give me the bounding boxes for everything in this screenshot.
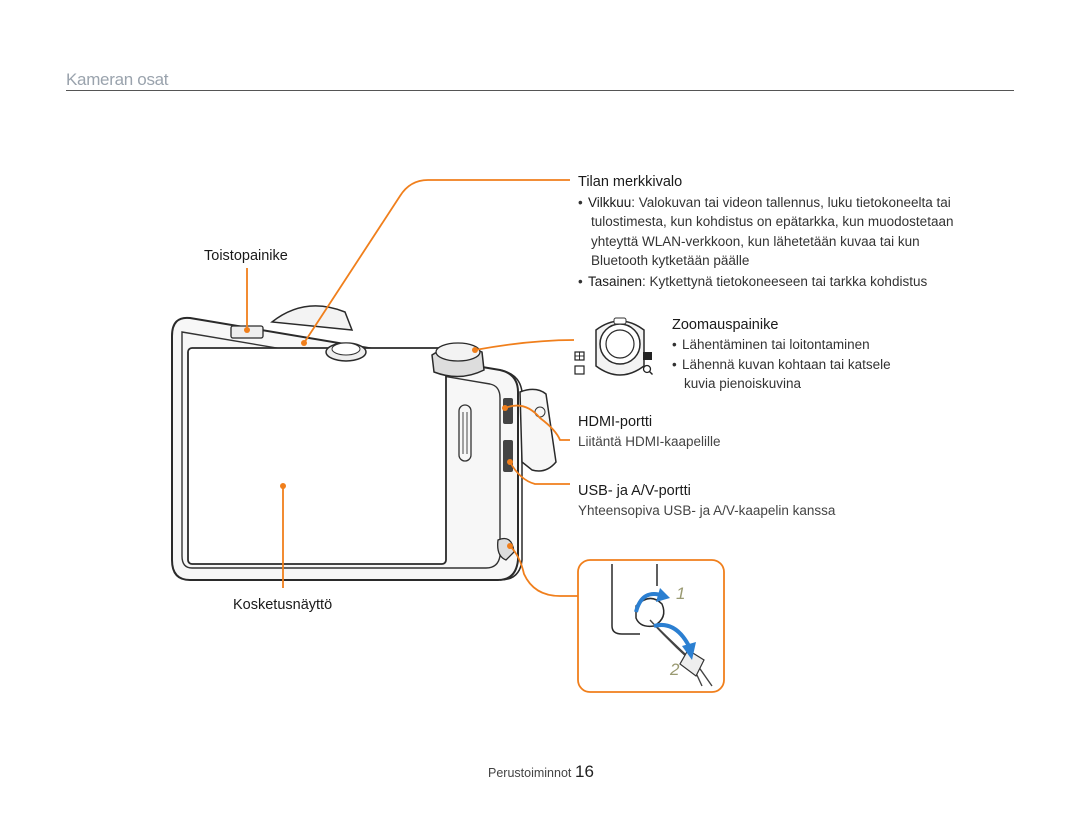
header-divider [66,90,1014,91]
touchscreen-label: Kosketusnäyttö [233,597,333,613]
thumbnail-icon [574,365,585,375]
blink-desc-line2: tulostimesta, kun kohdistus on epätarkka… [591,214,954,229]
zoom-lever-icon [574,317,653,376]
usb-av-port-desc: Yhteensopiva USB- ja A/V-kaapelin kanssa [578,503,836,518]
zoom-bullet-1: •Lähentäminen tai loitontaminen [672,337,870,352]
touch-screen [187,347,447,565]
section-title: Kameran osat [66,70,169,89]
tele-icon [643,352,652,360]
bullet-icon: • [672,357,677,372]
bullet-icon: • [578,195,583,210]
bullet-icon: • [578,274,583,289]
callout-lines [246,179,578,597]
zoom-bullet-2: •Lähennä kuvan kohtaan tai katsele [672,357,891,372]
zoom-bullet-2-line2: kuvia pienoiskuvina [684,376,802,391]
strap-step-2: 2 [670,660,680,679]
usb-port-shape [503,440,513,472]
bullet-icon: • [672,337,677,352]
magnify-icon [642,364,652,374]
status-lamp-title: Tilan merkkivalo [578,174,683,190]
zoom-button-title: Zoomauspainike [672,317,779,333]
hdmi-port-desc: Liitäntä HDMI-kaapelille [578,434,721,449]
blink-desc-line4: Bluetooth kytketään päälle [591,253,750,268]
steady-term: Tasainen [588,274,643,289]
strap-step-1: 1 [676,584,686,603]
status-lamp-bullet-blink: • Vilkkuu: Valokuvan tai videon tallennus… [578,195,951,210]
blink-desc-line1: : Valokuvan tai videon tallennus, luku t… [631,195,951,210]
blink-term: Vilkkuu [588,195,632,210]
strap-inset [577,559,725,693]
hdmi-port-shape [503,398,513,424]
camera-illustration [171,305,557,581]
playback-button-label: Toistopainike [204,248,288,264]
footer-section-name: Perustoiminnot [488,766,572,780]
page-number: 16 [575,762,594,781]
status-lamp-bullet-steady: • Tasainen: Kytkettynä tietokoneeseen tai… [578,274,927,289]
pull-arrow [653,623,692,649]
blink-desc-line3: yhteyttä WLAN-verkkoon, kun lähetetään k… [591,234,920,249]
hdmi-port-title: HDMI-portti [578,414,653,430]
usb-av-port-title: USB- ja A/V-portti [578,483,691,499]
steady-desc: : Kytkettynä tietokoneeseen tai tarkka k… [642,274,928,289]
